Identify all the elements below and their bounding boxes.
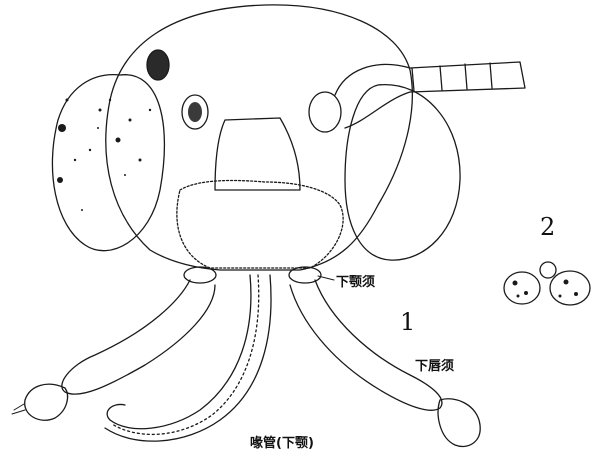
antenna-socket — [309, 92, 341, 132]
head-capsule — [106, 5, 413, 270]
label-proboscis: 喙管(下颚) — [250, 432, 314, 451]
mouthparts-dotted — [177, 180, 343, 268]
left-compound-eye — [52, 75, 164, 251]
left-eye-stipple — [57, 99, 151, 212]
left-palp-tip — [25, 384, 68, 420]
left-labial-palp — [62, 280, 215, 394]
right-compound-eye — [345, 85, 460, 260]
figure-number-1: 1 — [400, 308, 415, 336]
proboscis — [107, 275, 251, 429]
label-maxillary-palp: 下颚须 — [336, 271, 375, 290]
label-labial-palp: 下唇须 — [415, 355, 454, 374]
left-palp-base — [184, 267, 216, 283]
ocellus-left — [147, 50, 169, 80]
figure-number-2: 2 — [540, 213, 555, 241]
clypeus — [215, 118, 300, 190]
proboscis-cross-section — [504, 262, 590, 305]
right-labial-palp — [290, 280, 442, 410]
right-palp-tip — [438, 399, 480, 447]
